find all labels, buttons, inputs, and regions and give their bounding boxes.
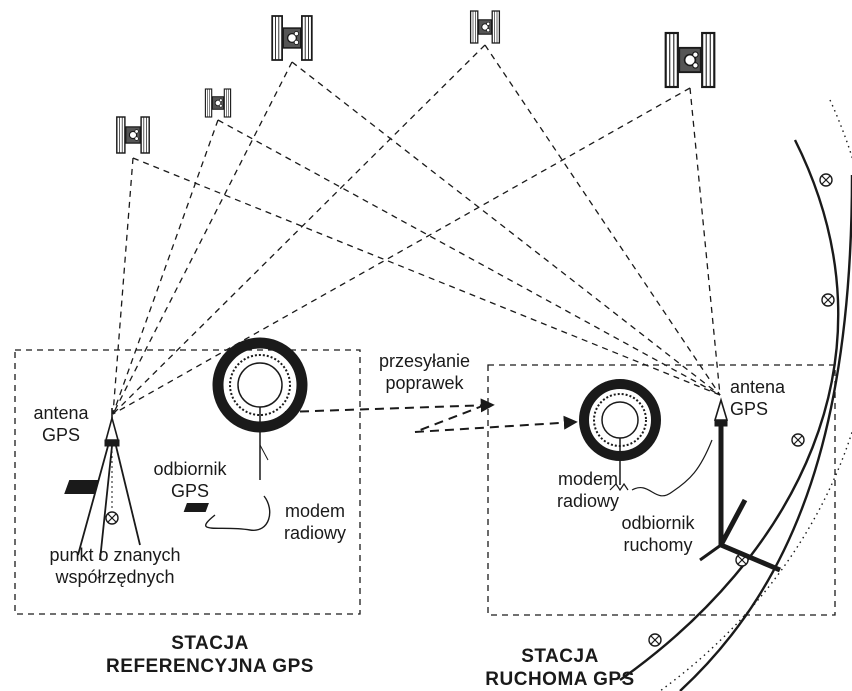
satellite-icon [271,15,313,61]
rover-antenna-label: antena GPS [730,377,786,419]
reference-receiver-label: odbiornik GPS [153,459,227,501]
cable [631,439,713,497]
survey-marker-icon [105,511,119,525]
satellite-icon [469,10,501,44]
rover-receiver-label: odbiornik ruchomy [621,513,695,555]
rover-modem-label: modem radiowy [556,469,620,511]
satellite-icon [116,116,150,154]
rover-station-title: STACJA RUCHOMA GPS [485,646,635,690]
signal-lines-reference [112,44,691,415]
reference-station-box [14,349,361,615]
survey-marker-icon [821,293,835,307]
known-point-label: punkt o znanych współrzędnych [49,545,181,587]
radio-modem-icon [579,379,661,492]
reference-antenna-label: antena GPS [33,403,89,445]
rover-station-box [487,364,836,616]
reference-modem-label: modem radiowy [283,501,347,543]
tripod-antenna-icon [77,408,141,561]
survey-marker-icon [791,433,805,447]
receiver-box [183,503,209,512]
satellite-icon [664,31,716,89]
rover-pole-icon [699,397,781,573]
correction-transmission-arrows [284,398,578,433]
reference-station-title: STACJA REFERENCYJNA GPS [106,633,314,677]
satellite-icon [204,88,232,118]
radio-modem-icon [64,337,308,494]
signal-lines-rover [132,44,721,396]
transmission-label: przesyłanie poprawek [378,351,471,393]
cable [205,495,271,531]
survey-marker-icon [819,173,833,187]
